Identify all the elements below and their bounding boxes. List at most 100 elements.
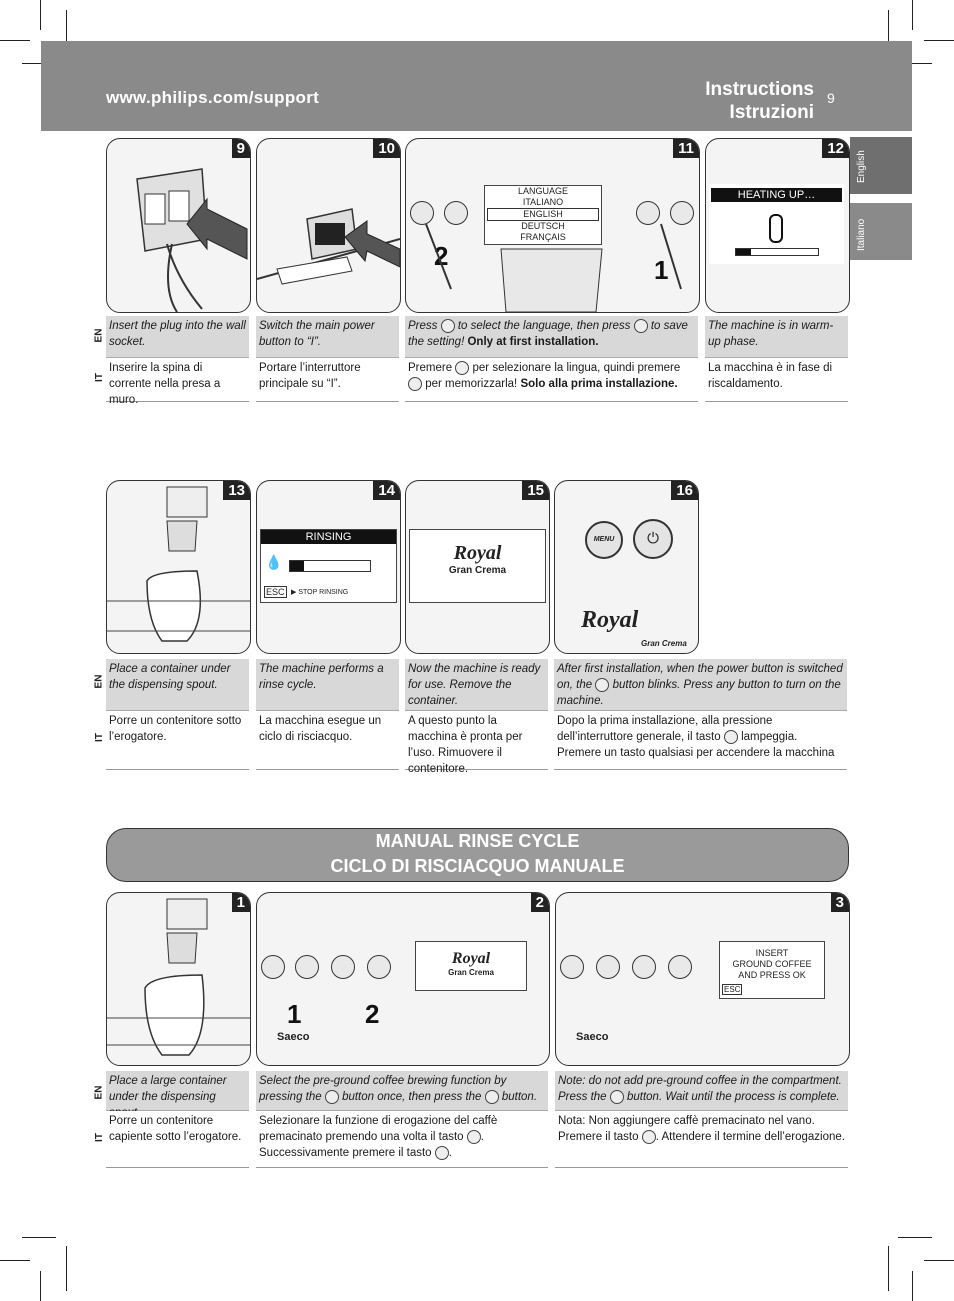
plug-illustration — [136, 168, 248, 312]
ok-button-icon — [641, 1129, 656, 1144]
text-bold: Only at first installation. — [467, 336, 599, 348]
esc-button[interactable] — [444, 201, 468, 225]
step14-en: The machine performs a rinse cycle. — [256, 659, 399, 711]
display-screen: INSERT GROUND COFFEE AND PRESS OK ESC — [719, 941, 825, 999]
figure-13: 13 — [106, 480, 251, 654]
tab-english[interactable]: English — [850, 137, 912, 194]
menu-option[interactable]: ITALIANO — [522, 197, 564, 207]
menu-option[interactable]: DEUTSCH — [521, 221, 565, 231]
step-callout: 1 — [654, 255, 669, 285]
figure-number: 2 — [530, 893, 549, 912]
text: per selezionare la lingua, quindi premer… — [472, 362, 681, 374]
crop-mark — [888, 10, 889, 55]
step11-en: Press to select the language, then press… — [405, 316, 698, 358]
power-button-icon — [595, 677, 610, 692]
step-callout: 1 — [287, 999, 302, 1029]
step11-it: Premere per selezionare la lingua, quind… — [405, 358, 698, 402]
step13-en: Place a container under the dispensing s… — [106, 659, 249, 711]
royal-logo: Royal — [581, 607, 639, 633]
crop-mark — [0, 1260, 30, 1261]
figure-9: 9 — [106, 138, 251, 313]
text: Note: do not add pre-ground coffee in th… — [558, 1075, 842, 1103]
step12-en: The machine is in warm-up phase. — [705, 316, 848, 358]
heating-progress-bar — [735, 248, 819, 256]
figure-number: 9 — [231, 139, 250, 158]
menu-option-selected[interactable]: ENGLISH — [487, 208, 599, 221]
support-url[interactable]: www.philips.com/support — [106, 88, 320, 107]
saeco-logo: Saeco — [277, 1031, 310, 1043]
heating-progress-fill — [736, 249, 751, 255]
figure-number: 15 — [522, 481, 549, 500]
coffee-button[interactable] — [295, 955, 319, 979]
crop-mark — [0, 40, 30, 41]
rinsing-progress-bar — [289, 560, 371, 572]
esc-button[interactable] — [668, 955, 692, 979]
large-container-illustration — [107, 898, 250, 1056]
r3-step1-it: Porre un contenitore capiente sotto l’er… — [106, 1111, 249, 1168]
figure-11: 11 LANGUAGE ITALIANO ENGLISH DEUTSCH FRA… — [405, 138, 700, 313]
text: Selezionare la funzione di erogazione de… — [259, 1115, 498, 1143]
menu-option[interactable]: FRANÇAIS — [520, 232, 566, 242]
esc-button[interactable] — [367, 955, 391, 979]
up-button[interactable] — [636, 201, 660, 225]
gran-crema-label: Gran Crema — [448, 565, 507, 576]
gran-crema-label: Gran Crema — [641, 639, 687, 648]
lang-label-it: IT — [93, 733, 105, 742]
crop-mark — [924, 40, 954, 41]
select-button-icon — [455, 360, 470, 375]
tab-italiano[interactable]: Italiano — [850, 203, 912, 260]
ok-button[interactable] — [331, 955, 355, 979]
pre-ground-button[interactable] — [261, 955, 285, 979]
figure-number: 13 — [223, 481, 250, 500]
text: lampeggia. Premere un tasto qualsiasi pe… — [557, 731, 835, 759]
power-button-icon — [723, 729, 738, 744]
figure-number: 16 — [671, 481, 698, 500]
text: . — [448, 1147, 452, 1159]
royal-logo: Royal — [453, 542, 502, 564]
step9-it: Inserire la spina di corrente nella pres… — [106, 358, 249, 406]
coffee-button[interactable] — [596, 955, 620, 979]
display-screen: Royal Gran Crema — [415, 941, 527, 991]
step10-en: Switch the main power button to “I”. — [256, 316, 399, 358]
esc-label[interactable]: ESC — [264, 586, 287, 598]
ok-button-icon — [609, 1089, 624, 1104]
crop-mark — [66, 10, 67, 55]
screen-line: AND PRESS OK — [738, 970, 806, 980]
step9-en: Insert the plug into the wall socket. — [106, 316, 249, 358]
ok-button[interactable] — [632, 955, 656, 979]
text: Dopo la prima installazione, alla pressi… — [557, 715, 773, 743]
text: . Successivamente premere il tasto — [259, 1131, 484, 1159]
r3-step1-en: Place a large container under the dispen… — [106, 1071, 249, 1119]
figure-14: 14 RINSING 💧 ESC ▶ STOP RINSING — [256, 480, 401, 654]
pre-ground-button[interactable] — [560, 955, 584, 979]
royal-logo: Royal — [451, 950, 491, 967]
text: button once, then press the — [342, 1091, 482, 1103]
text: per memorizzarla! — [425, 378, 518, 390]
step13-it: Porre un contenitore sotto l’erogatore. — [106, 711, 249, 770]
figure-r3-1: 1 — [106, 892, 251, 1066]
tab-english-label: English — [856, 150, 867, 183]
rinsing-progress-fill — [290, 561, 305, 571]
display-screen: RINSING 💧 ESC ▶ STOP RINSING — [260, 529, 397, 603]
text: button. Wait until the process is comple… — [626, 1091, 840, 1103]
power-button[interactable]: ⏻ — [633, 519, 673, 559]
lang-label-en: EN — [93, 674, 105, 689]
step15-en: Now the machine is ready for use. Remove… — [405, 659, 548, 711]
step15-it: A questo punto la macchina è pronta per … — [405, 711, 548, 775]
ok-button[interactable] — [410, 201, 434, 225]
r3-step3-it: Nota: Non aggiungere caffè premacinato n… — [555, 1111, 848, 1168]
ok-button-icon — [408, 376, 422, 391]
menu-button[interactable]: MENU — [585, 521, 623, 559]
step10-it: Portare l’interruttore principale su “I”… — [256, 358, 399, 402]
esc-label[interactable]: ESC — [722, 984, 743, 995]
text: button. — [501, 1091, 538, 1103]
page-header — [41, 41, 912, 131]
figure-r3-3: 3 INSERT GROUND COFFEE AND PRESS OK ESC … — [555, 892, 850, 1066]
text-bold: Solo alla prima installazione. — [520, 378, 678, 390]
down-button[interactable] — [670, 201, 694, 225]
figure-number: 12 — [822, 139, 849, 158]
r3-step3-en: Note: do not add pre-ground coffee in th… — [555, 1071, 848, 1111]
container-illustration — [107, 486, 250, 642]
text: to select the language, then press — [457, 320, 631, 332]
text: Select the pre-ground coffee brewing fun… — [259, 1075, 507, 1103]
